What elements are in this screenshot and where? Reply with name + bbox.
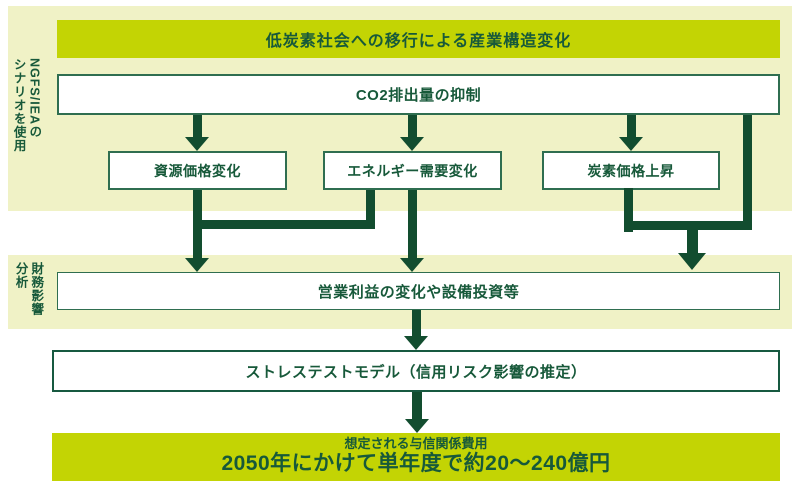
connector-energy-down-icon (408, 190, 417, 258)
result-banner-line2: 2050年にかけて単年度で約20〜240億円 (221, 452, 611, 476)
scenario-section-label: NGFS/IEAの シナリオを使用 (11, 58, 42, 153)
energy-demand-box: エネルギー需要変化 (323, 151, 502, 190)
resource-price-box: 資源価格変化 (108, 151, 287, 190)
carbon-price-box: 炭素価格上昇 (542, 151, 720, 190)
arrow-co2-to-carbon-icon (627, 115, 636, 138)
arrow-co2-to-carbon-head-icon (619, 137, 643, 151)
carbon-price-label: 炭素価格上昇 (587, 162, 675, 179)
arrow-co2-to-resource-head-icon (185, 137, 209, 151)
connector-co2-right-drop-icon (743, 115, 752, 230)
finance-section-label: 財務影響 分析 (13, 262, 44, 316)
stress-test-model-label: ストレステストモデル（信用リスク影響の推定） (245, 363, 587, 381)
arrow-model-to-result-head-icon (405, 419, 429, 433)
arrow-co2-to-resource-icon (193, 115, 202, 138)
result-banner: 想定される与信関係費用 2050年にかけて単年度で約20〜240億円 (52, 433, 780, 481)
connector-merge-left-horizontal-icon (193, 220, 375, 229)
arrow-model-to-result-icon (412, 392, 422, 420)
arrow-merge-to-impact-head-icon (678, 253, 706, 270)
arrow-co2-to-energy-head-icon (400, 137, 424, 151)
connector-energy-left-drop-icon (366, 190, 375, 229)
stress-test-model-box: ストレステストモデル（信用リスク影響の推定） (52, 350, 780, 392)
connector-carbon-drop-icon (624, 188, 633, 232)
connector-right-merge-down-icon (687, 229, 698, 254)
connector-merge-right-horizontal-icon (624, 221, 752, 230)
arrow-impact-to-model-icon (412, 310, 421, 337)
arrow-energy-to-impact-head-icon (400, 258, 424, 272)
operating-profit-impact-label: 営業利益の変化や設備投資等 (317, 283, 520, 301)
co2-reduction-box: CO2排出量の抑制 (57, 74, 780, 115)
result-banner-line1: 想定される与信関係費用 (344, 436, 488, 452)
top-banner: 低炭素社会への移行による産業構造変化 (57, 20, 780, 58)
arrow-resource-to-impact-head-icon (185, 258, 209, 272)
top-banner-label: 低炭素社会への移行による産業構造変化 (265, 33, 572, 50)
arrow-impact-to-model-head-icon (404, 336, 428, 350)
arrow-co2-to-energy-icon (408, 115, 417, 138)
operating-profit-impact-box: 営業利益の変化や設備投資等 (57, 272, 780, 310)
co2-reduction-label: CO2排出量の抑制 (355, 87, 482, 104)
resource-price-label: 資源価格変化 (154, 162, 241, 179)
energy-demand-label: エネルギー需要変化 (347, 162, 478, 179)
